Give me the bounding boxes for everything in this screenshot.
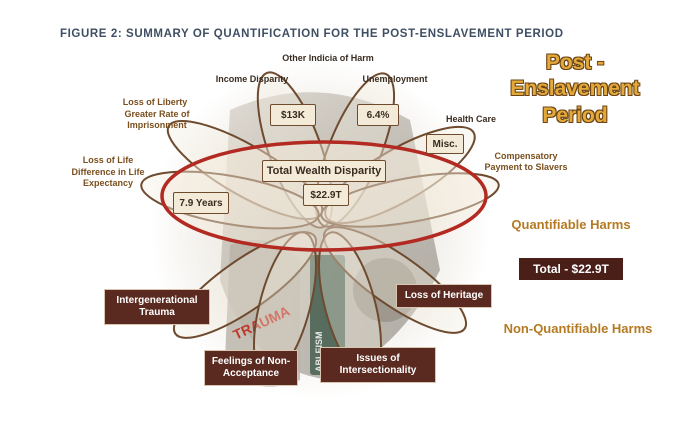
label-loss-of-liberty: Loss of Liberty — [122, 97, 188, 107]
post-enslavement-title: Post - Enslavement Period — [510, 51, 640, 127]
label-loss-of-liberty-sub: Greater Rate of Imprisonment — [124, 109, 190, 130]
non-acceptance-box: Feelings of Non-Acceptance — [204, 350, 298, 386]
total-box: Total - $22.9T — [519, 258, 623, 280]
petal-compensatory — [320, 172, 500, 228]
loss-of-heritage-box: Loss of Heritage — [396, 284, 492, 308]
label-loss-of-life: Loss of Life — [82, 155, 134, 165]
intergenerational-trauma-box: Intergenerational Trauma — [104, 289, 210, 325]
non-quantifiable-harms-label: Non-Quantifiable Harms — [503, 321, 653, 336]
life-years-box: 7.9 Years — [173, 192, 229, 214]
quantifiable-harms-label: Quantifiable Harms — [511, 217, 631, 232]
label-loss-of-life-sub: Difference in Life Expectancy — [71, 167, 145, 188]
figure-title: FIGURE 2: SUMMARY OF QUANTIFICATION FOR … — [60, 28, 564, 40]
label-unemployment: Unemployment — [362, 74, 428, 84]
label-income-disparity: Income Disparity — [215, 74, 289, 84]
photo-word-ableism: ABLEISM — [314, 332, 324, 373]
total-wealth-value-box: $22.9T — [303, 184, 349, 206]
petal-life — [140, 170, 320, 230]
petal-liberty — [166, 119, 324, 221]
photo-face — [225, 240, 300, 387]
unemployment-value-box: 6.4% — [357, 104, 399, 126]
misc-value-box: Misc. — [426, 134, 464, 154]
label-other-indicia: Other Indicia of Harm — [282, 53, 374, 63]
label-health-care: Health Care — [445, 114, 497, 124]
income-value-box: $13K — [270, 104, 316, 126]
intersectionality-box: Issues of Intersectionality — [320, 347, 436, 383]
label-compensatory: Compensatory Payment to Slavers — [484, 151, 568, 172]
total-wealth-label-box: Total Wealth Disparity — [262, 160, 386, 182]
